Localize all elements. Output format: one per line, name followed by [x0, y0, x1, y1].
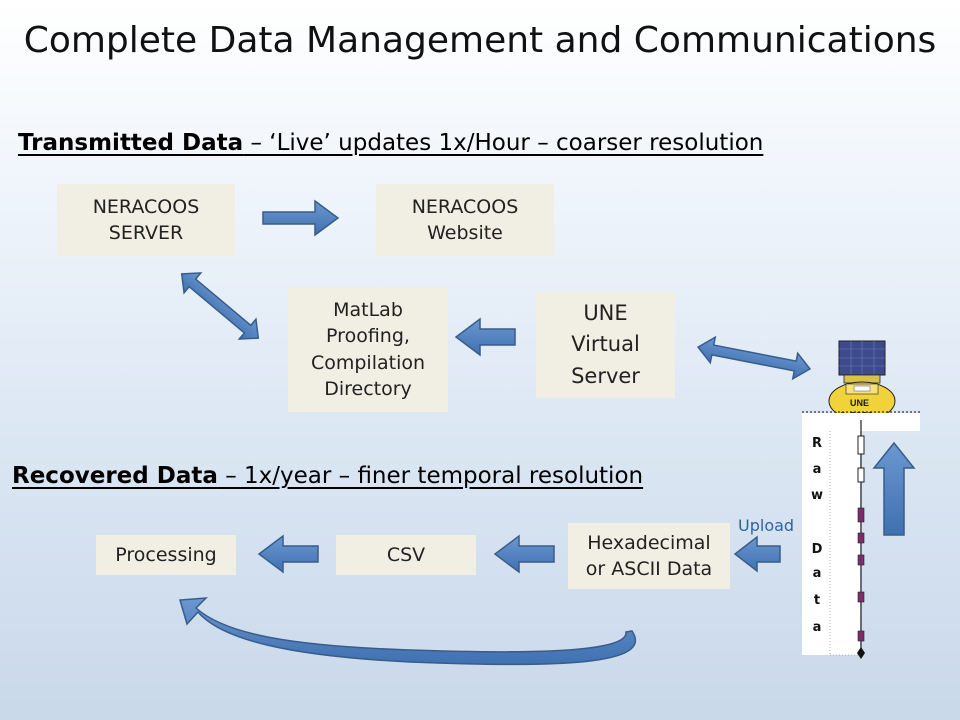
- upload-label: Upload: [738, 516, 795, 535]
- neracoos-website-line1: NERACOOS: [411, 195, 519, 218]
- neracoos-website-box: NERACOOS Website: [376, 184, 554, 256]
- raw-data-letter: R: [811, 436, 822, 451]
- arrow-une-buoy-bidirectional: [696, 335, 812, 381]
- matlab-line3: Compilation: [310, 351, 426, 374]
- raw-data-letter: a: [812, 462, 822, 477]
- neracoos-server-line2: SERVER: [108, 222, 184, 244]
- water-column-panel: [802, 431, 860, 655]
- raw-data-letter: t: [813, 593, 821, 608]
- neracoos-server-box: NERACOOS SERVER: [57, 184, 235, 256]
- une-virtual-line1: UNE: [583, 300, 628, 325]
- arrow-curved-return: [179, 597, 637, 666]
- arrow-server-to-website: [262, 199, 340, 237]
- csv-label: CSV: [386, 543, 426, 566]
- buoy-name-line1: UNE: [850, 398, 869, 408]
- neracoos-website-line2: Website: [427, 222, 503, 244]
- sensor-1: [857, 507, 865, 523]
- processing-label: Processing: [115, 543, 217, 566]
- processing-box: Processing: [96, 535, 236, 575]
- buoy-illustration: UNE SaRCOS: [802, 340, 920, 659]
- hex-line2: or ASCII Data: [585, 558, 713, 580]
- recovered-data-heading: Recovered Data – 1x/year – finer tempora…: [12, 463, 643, 489]
- sensor-3: [857, 554, 865, 566]
- arrow-une-to-matlab: [454, 317, 516, 357]
- recovered-heading-rest: – 1x/year – finer temporal resolution: [217, 463, 644, 489]
- raw-data-letter: a: [812, 620, 822, 635]
- une-virtual-line2: Virtual: [571, 332, 640, 357]
- anchor: [857, 647, 865, 659]
- matlab-line4: Directory: [324, 377, 412, 400]
- raw-data-letter: a: [812, 566, 822, 581]
- sensor-5: [857, 630, 865, 642]
- neracoos-server-line1: NERACOOS: [92, 195, 200, 218]
- transmitted-data-heading: Transmitted Data – ‘Live’ updates 1x/Hou…: [18, 130, 763, 156]
- matlab-line1: MatLab: [333, 299, 403, 322]
- arrow-hex-to-csv: [493, 534, 555, 574]
- slide-title: Complete Data Management and Communicati…: [23, 20, 937, 61]
- recovered-heading-bold: Recovered Data: [12, 463, 218, 489]
- hexadecimal-ascii-data-box: Hexadecimal or ASCII Data: [568, 523, 730, 589]
- matlab-line2: Proofing,: [326, 325, 410, 348]
- matlab-proofing-box: MatLab Proofing, Compilation Directory: [288, 287, 448, 412]
- csv-box: CSV: [336, 535, 476, 575]
- raw-data-letter: w: [810, 488, 823, 503]
- arrow-server-matlab-bidirectional: [180, 272, 260, 340]
- arrow-buoy-upward: [872, 441, 916, 536]
- une-virtual-server-box: UNE Virtual Server: [536, 292, 675, 398]
- arrow-csv-to-processing: [257, 534, 319, 574]
- hex-line1: Hexadecimal: [587, 531, 711, 554]
- arrow-raw-to-hex: [733, 535, 781, 573]
- sensor-4: [857, 591, 865, 603]
- transmitted-heading-bold: Transmitted Data: [18, 130, 244, 156]
- sensor-2: [857, 532, 865, 544]
- raw-data-letter: D: [811, 542, 823, 557]
- une-virtual-line3: Server: [571, 363, 640, 388]
- transmitted-heading-rest: – ‘Live’ updates 1x/Hour – coarser resol…: [243, 130, 764, 156]
